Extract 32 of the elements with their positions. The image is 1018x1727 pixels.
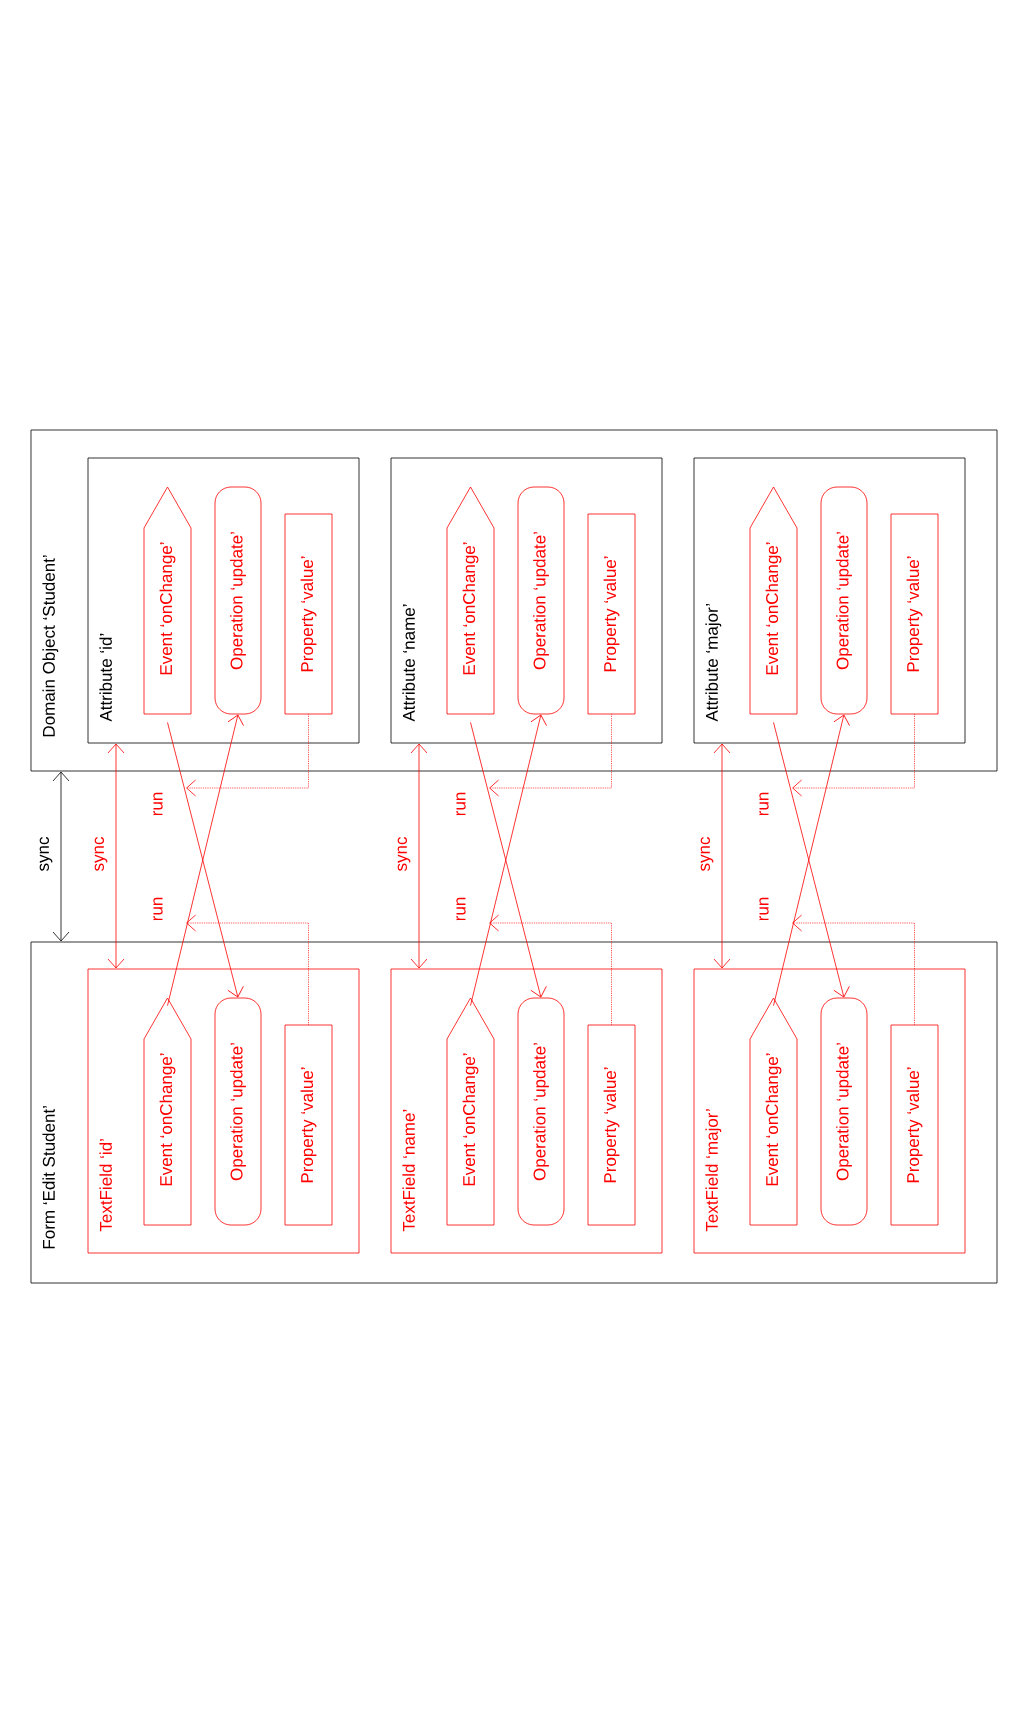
property-box: Property ‘value’: [284, 513, 333, 715]
arrow: [107, 743, 125, 969]
edge-label: run: [455, 790, 467, 818]
arrow: [713, 743, 731, 969]
edge-label: sync: [699, 835, 715, 873]
operation-box: Operation ‘update’: [820, 486, 868, 715]
operation-box: Operation ‘update’: [517, 486, 565, 715]
edge-label: run: [758, 790, 770, 818]
arrow: [489, 914, 612, 1025]
property-box: Property ‘value’: [284, 1024, 333, 1226]
edge-label: sync: [396, 835, 412, 873]
property-box: Property ‘value’: [587, 1024, 636, 1226]
property-box: Property ‘value’: [890, 1024, 939, 1226]
operation-box: Operation ‘update’: [214, 486, 262, 715]
edge-label: run: [758, 895, 770, 923]
operation-box: Operation ‘update’: [214, 997, 262, 1226]
arrow: [792, 914, 915, 1025]
arrow: [186, 714, 309, 797]
arrow: [792, 714, 915, 797]
arrow: [410, 743, 428, 969]
arrow: [52, 771, 70, 942]
property-box: Property ‘value’: [587, 513, 636, 715]
operation-box: Operation ‘update’: [820, 997, 868, 1226]
arrow: [186, 914, 309, 1025]
operation-box: Operation ‘update’: [517, 997, 565, 1226]
edge-label: run: [152, 790, 164, 818]
edge-label: sync: [38, 835, 54, 873]
edge-label: run: [455, 895, 467, 923]
edge-label: run: [152, 895, 164, 923]
arrow: [489, 714, 612, 797]
edge-label: sync: [93, 835, 109, 873]
property-box: Property ‘value’: [890, 513, 939, 715]
